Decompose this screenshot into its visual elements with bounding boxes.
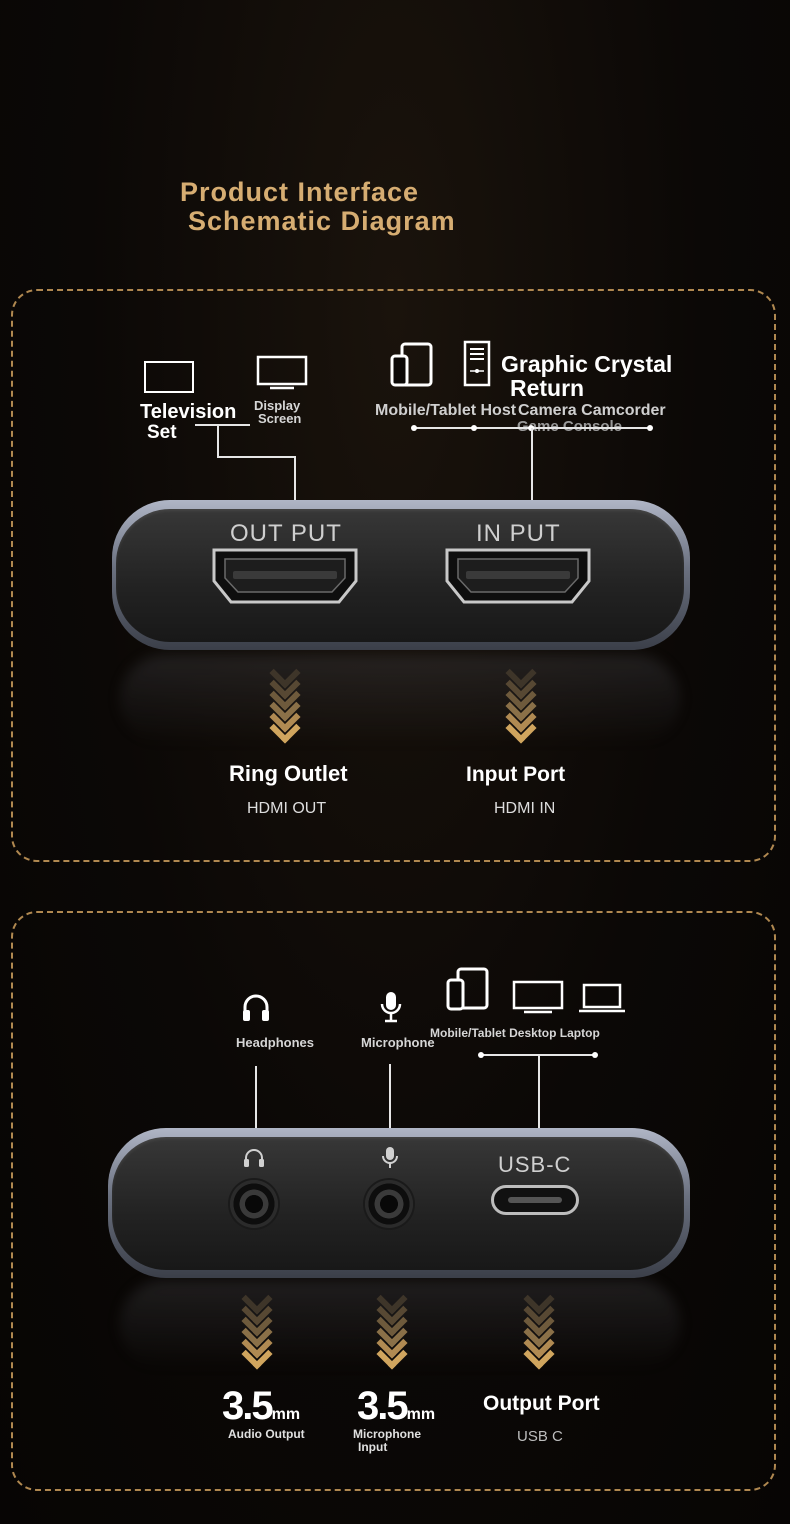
microphone-icon xyxy=(380,992,402,1023)
output-port-label: OUT PUT xyxy=(230,520,342,547)
headphone-jack xyxy=(230,1180,278,1228)
microphone-icon xyxy=(382,1147,398,1168)
mic-unit: mm xyxy=(406,1406,436,1423)
laptop-icon xyxy=(579,983,625,1013)
device-reflection xyxy=(120,655,680,745)
hdmi-in-port xyxy=(445,548,591,604)
usbc-port xyxy=(491,1185,579,1215)
hdmi-device-face xyxy=(116,509,684,642)
microphone-jack xyxy=(365,1180,413,1228)
connector-dot xyxy=(471,425,477,431)
audio-output-spec: 3.5mm xyxy=(222,1384,300,1429)
graphic-crystal-label: Graphic Crystal xyxy=(501,351,673,377)
hdmi-device xyxy=(112,500,690,650)
microphone-input-spec: 3.5mm xyxy=(357,1384,435,1429)
mobile-tablet-host-label: Mobile/Tablet Host xyxy=(375,402,517,419)
connector-line xyxy=(294,456,296,519)
tv-icon xyxy=(144,361,194,393)
ring-outlet-title: Ring Outlet xyxy=(229,761,348,786)
screen-label: Screen xyxy=(258,411,302,426)
title-line-2: Schematic Diagram xyxy=(188,206,456,236)
connector-line xyxy=(217,456,295,458)
connector-line xyxy=(195,424,250,426)
chevron-down-icon xyxy=(269,657,301,744)
connector-dot xyxy=(478,1052,484,1058)
monitor-icon xyxy=(256,355,308,390)
hdmi-out-sub: HDMI OUT xyxy=(247,800,327,817)
connector-line xyxy=(217,424,219,457)
phone-tablet-icon xyxy=(390,342,433,387)
headphones-label: Headphones xyxy=(236,1035,315,1050)
hdmi-panel xyxy=(11,289,776,862)
mic-size: 3.5 xyxy=(357,1384,409,1428)
chevron-down-icon xyxy=(241,1283,273,1370)
connector-line xyxy=(389,1064,391,1142)
usbc-port-label: USB-C xyxy=(498,1152,572,1177)
chevron-down-icon xyxy=(523,1283,555,1370)
desktop-icon xyxy=(512,980,564,1014)
hdmi-in-sub: HDMI IN xyxy=(494,800,556,817)
microphone-input-label-2: Input xyxy=(358,1440,388,1454)
connector-line xyxy=(531,428,533,518)
audio-usb-device xyxy=(108,1128,690,1278)
connector-dot xyxy=(411,425,417,431)
device-reflection xyxy=(120,1280,680,1370)
title-line-1: Product Interface xyxy=(180,177,420,207)
connector-dot xyxy=(647,425,653,431)
audio-usb-panel xyxy=(11,911,776,1491)
audio-unit: mm xyxy=(271,1406,301,1423)
usbc-sub: USB C xyxy=(517,1428,563,1445)
input-port-title: Input Port xyxy=(466,763,566,786)
microphone-input-label-1: Microphone xyxy=(353,1427,421,1441)
pc-tower-icon xyxy=(463,340,491,387)
audio-output-label: Audio Output xyxy=(228,1427,305,1441)
headphones-icon xyxy=(244,1149,264,1167)
audio-size: 3.5 xyxy=(222,1384,274,1428)
hdmi-out-port xyxy=(212,548,358,604)
television-label: Television xyxy=(140,401,237,423)
microphone-label: Microphone xyxy=(361,1035,435,1050)
mobile-desktop-laptop-label: Mobile/Tablet Desktop Laptop xyxy=(430,1026,600,1040)
set-label: Set xyxy=(147,422,177,443)
connector-line xyxy=(538,1055,540,1141)
camera-camcorder-label: Camera Camcorder xyxy=(518,402,666,419)
phone-tablet-icon xyxy=(446,967,489,1011)
headphones-icon xyxy=(243,994,269,1021)
chevron-down-icon xyxy=(376,1283,408,1370)
chevron-down-icon xyxy=(505,657,537,744)
connector-line xyxy=(255,1066,257,1142)
game-console-label: Game Console xyxy=(517,418,622,435)
output-port-title: Output Port xyxy=(483,1392,600,1415)
return-label: Return xyxy=(510,375,585,401)
connector-dot xyxy=(592,1052,598,1058)
display-label: Display xyxy=(254,398,301,413)
input-port-label: IN PUT xyxy=(476,520,561,547)
